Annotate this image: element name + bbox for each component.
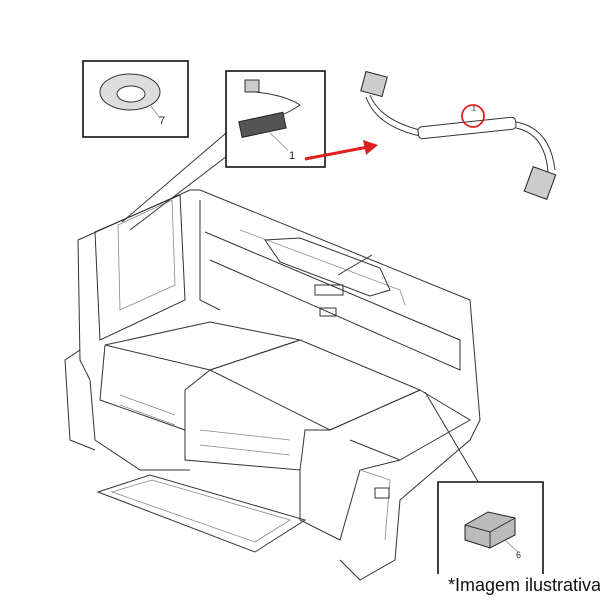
part-6-module-drawing bbox=[464, 511, 519, 553]
wire-harness-drawing bbox=[360, 70, 557, 200]
leader-line-7 bbox=[121, 127, 233, 223]
harness-label: 1 bbox=[472, 106, 476, 113]
callout-label-1: 1 bbox=[289, 150, 296, 162]
red-arrow-icon bbox=[304, 140, 378, 161]
leader-line-6 bbox=[424, 391, 481, 486]
callout-label-7: 7 bbox=[159, 115, 166, 127]
illustrative-image-caption: *Imagem ilustrativa bbox=[448, 575, 600, 595]
cargo-area-drawing bbox=[64, 189, 481, 581]
part-1-switch-drawing bbox=[238, 79, 301, 151]
callout-label-6: 6 bbox=[516, 550, 522, 560]
part-7-cup-drawing bbox=[99, 73, 161, 119]
highlight-circle bbox=[461, 104, 485, 128]
leader-line-handle bbox=[337, 254, 373, 276]
